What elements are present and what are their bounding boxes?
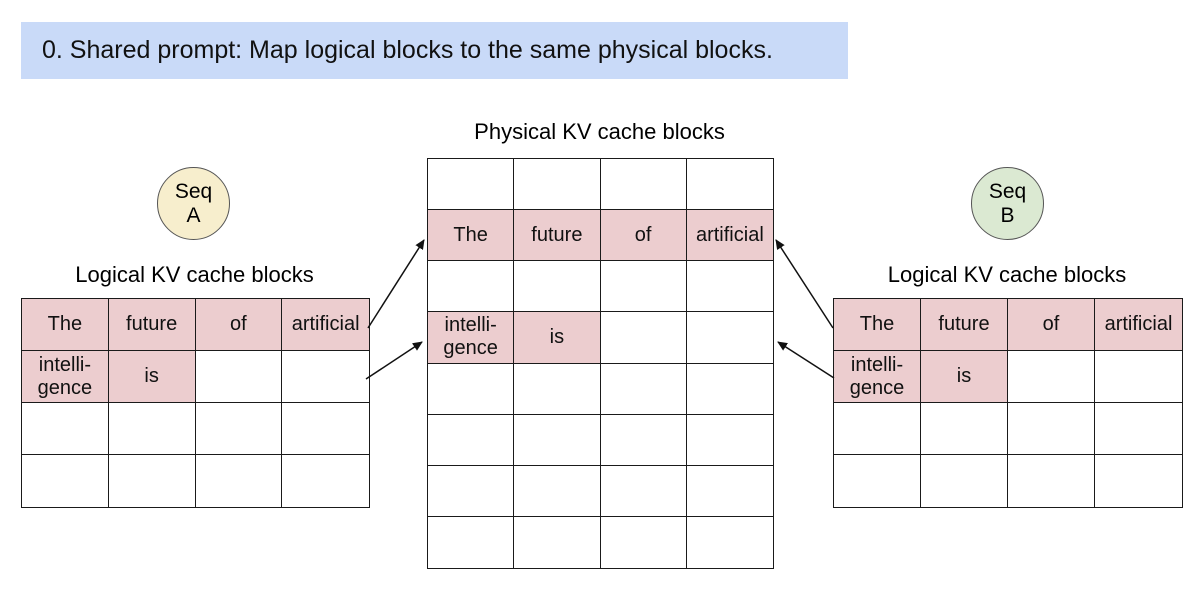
- physical-cell-r7c1: [428, 465, 515, 517]
- physical-cell-r6c2: [514, 414, 601, 466]
- physical-cell-r7c4: [686, 466, 773, 517]
- seq-b-cell-r3c3: [1008, 403, 1095, 455]
- seq-a-cell-r2c1: intelli- gence: [22, 351, 109, 403]
- physical-cell-r2c4: artificial: [686, 210, 773, 262]
- seq-a-badge-label: Seq A: [174, 179, 213, 227]
- arrow-seq-a-block0-to-physical: [367, 239, 425, 329]
- physical-cell-r2c1: The: [428, 210, 515, 262]
- seq-a-cell-r1c2: future: [108, 299, 196, 351]
- physical-table-title: Physical KV cache blocks: [474, 119, 725, 144]
- physical-cell-r2c2: future: [514, 210, 601, 262]
- physical-cell-r1c3: [600, 159, 687, 211]
- physical-cell-r5c1: [428, 363, 515, 415]
- seq-a-cell-r3c2: [108, 403, 196, 455]
- physical-cell-r8c3: [601, 516, 687, 568]
- seq-b-cell-r2c1: intelli- gence: [834, 351, 921, 403]
- seq-b-cell-r1c1: The: [834, 299, 921, 351]
- seq-a-cell-r2c4: [282, 351, 369, 403]
- seq-a-badge: Seq A: [157, 167, 230, 240]
- physical-cell-r2c3: of: [600, 210, 687, 262]
- seq-b-table-title: Logical KV cache blocks: [887, 262, 1127, 287]
- seq-b-cell-r2c3: [1008, 351, 1095, 403]
- arrow-seq-b-block1-to-physical: [777, 341, 835, 379]
- physical-cell-r4c2: is: [514, 312, 601, 364]
- physical-cell-r4c4: [686, 312, 773, 364]
- seq-a-cell-r3c3: [195, 403, 283, 455]
- physical-cell-r7c3: [600, 465, 687, 517]
- physical-cell-r3c2: [514, 261, 601, 313]
- title-banner: 0. Shared prompt: Map logical blocks to …: [21, 22, 848, 79]
- seq-b-cell-r4c2: [921, 455, 1008, 507]
- seq-b-cell-r3c1: [834, 403, 921, 455]
- seq-a-cell-r2c3: [195, 351, 283, 403]
- seq-b-cell-r4c3: [1008, 455, 1095, 507]
- seq-a-cell-r2c2: is: [108, 351, 196, 403]
- physical-cell-r5c3: [600, 363, 687, 415]
- title-banner-text: 0. Shared prompt: Map logical blocks to …: [42, 36, 773, 64]
- physical-cell-r3c3: [600, 261, 687, 313]
- seq-a-cell-r4c4: [282, 455, 369, 507]
- physical-cell-r4c3: [600, 312, 687, 364]
- seq-b-cell-r1c2: future: [921, 299, 1008, 351]
- seq-a-cell-r4c1: [22, 455, 109, 507]
- seq-a-cell-r4c3: [196, 455, 283, 507]
- seq-b-cell-r4c4: [1095, 455, 1182, 507]
- arrow-seq-b-block0-to-physical: [775, 239, 834, 329]
- seq-b-cell-r2c2: is: [921, 351, 1008, 403]
- seq-a-cell-r1c1: The: [22, 299, 109, 351]
- seq-b-cell-r4c1: [834, 455, 921, 507]
- physical-cell-r5c2: [514, 363, 601, 415]
- seq-a-cell-r3c1: [22, 403, 109, 455]
- physical-cell-r1c2: [514, 159, 601, 211]
- seq-a-cell-r1c3: of: [195, 299, 283, 351]
- seq-a-table-title: Logical KV cache blocks: [75, 262, 314, 287]
- physical-cell-r3c4: [686, 261, 773, 313]
- physical-cell-r5c4: [686, 364, 773, 415]
- seq-b-badge: Seq B: [971, 167, 1044, 240]
- arrow-seq-a-block1-to-physical: [365, 341, 423, 380]
- seq-a-cell-r4c2: [109, 455, 196, 507]
- seq-b-cell-r3c4: [1095, 403, 1182, 455]
- seq-a-cell-r3c4: [282, 403, 369, 455]
- physical-cell-r3c1: [428, 261, 515, 313]
- physical-cell-r4c1: intelli- gence: [428, 312, 515, 364]
- seq-b-cell-r1c4: artificial: [1095, 299, 1182, 351]
- seq-a-cell-r1c4: artificial: [282, 299, 369, 351]
- seq-b-badge-label: Seq B: [988, 179, 1027, 227]
- physical-cell-r6c1: [428, 414, 515, 466]
- physical-cell-r8c2: [514, 516, 601, 568]
- physical-cell-r7c2: [514, 465, 601, 517]
- physical-cell-r8c1: [428, 516, 515, 568]
- physical-cell-r6c3: [600, 414, 687, 466]
- physical-cell-r1c1: [428, 159, 515, 211]
- physical-cell-r6c4: [686, 415, 773, 466]
- physical-cell-r1c4: [686, 159, 773, 211]
- seq-b-cell-r2c4: [1095, 351, 1182, 403]
- physical-cell-r8c4: [687, 517, 773, 568]
- seq-b-cell-r1c3: of: [1008, 299, 1095, 351]
- seq-b-cell-r3c2: [921, 403, 1008, 455]
